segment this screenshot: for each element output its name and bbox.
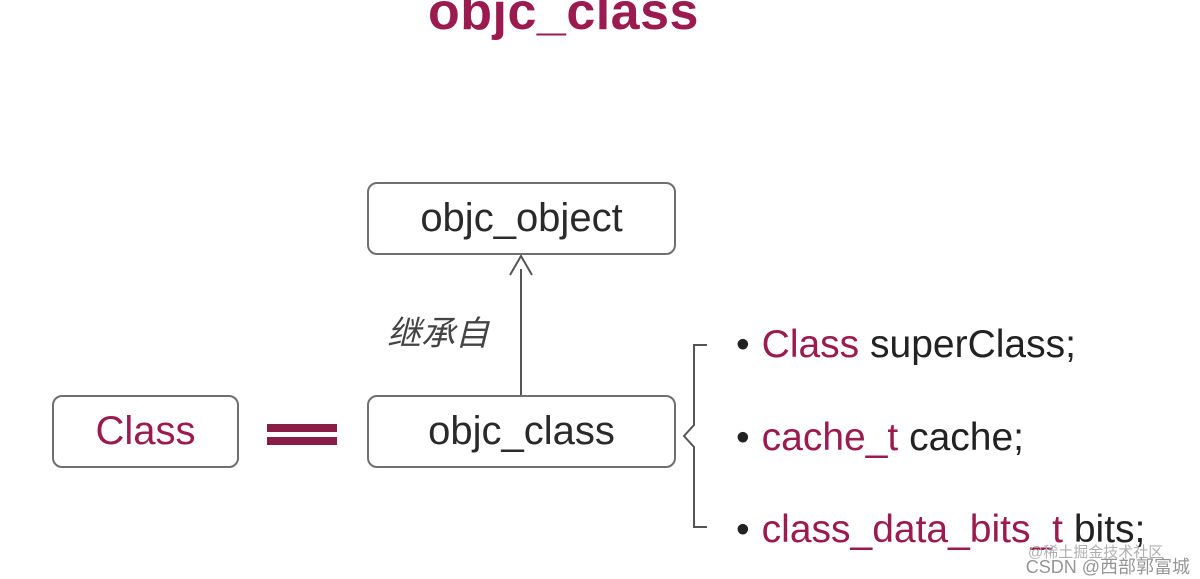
objc-class-label: objc_class	[428, 409, 615, 453]
equals-bar-bottom	[267, 437, 337, 445]
diagram-title: objc_class	[428, 0, 699, 41]
objc-object-box: objc_object	[367, 182, 676, 255]
class-label: Class	[95, 409, 196, 453]
objc-class-box: objc_class	[367, 395, 676, 468]
watermark-csdn: CSDN @西部郭富城	[1025, 557, 1190, 577]
member-name: bits;	[1063, 508, 1146, 551]
bullet-icon: •	[736, 416, 750, 459]
member-type: cache_t	[761, 416, 899, 459]
member-superclass: • Class superClass;	[736, 325, 1076, 364]
members-brace	[682, 344, 707, 528]
objc-object-label: objc_object	[420, 196, 623, 240]
bullet-icon: •	[736, 323, 750, 366]
inherits-from-label: 继承自	[387, 315, 489, 353]
watermark-juejin: @稀土掘金技术社区	[1028, 544, 1164, 561]
member-cache: • cache_t cache;	[736, 418, 1024, 457]
bullet-icon: •	[736, 508, 750, 551]
class-box: Class	[52, 395, 239, 468]
member-type: class_data_bits_t	[761, 508, 1064, 551]
member-type: Class	[761, 323, 860, 366]
equals-bar-top	[267, 424, 337, 432]
member-bits: • class_data_bits_t bits;	[736, 510, 1145, 549]
inheritance-arrowhead	[509, 254, 533, 276]
member-name: cache;	[898, 416, 1025, 459]
member-name: superClass;	[859, 323, 1076, 366]
